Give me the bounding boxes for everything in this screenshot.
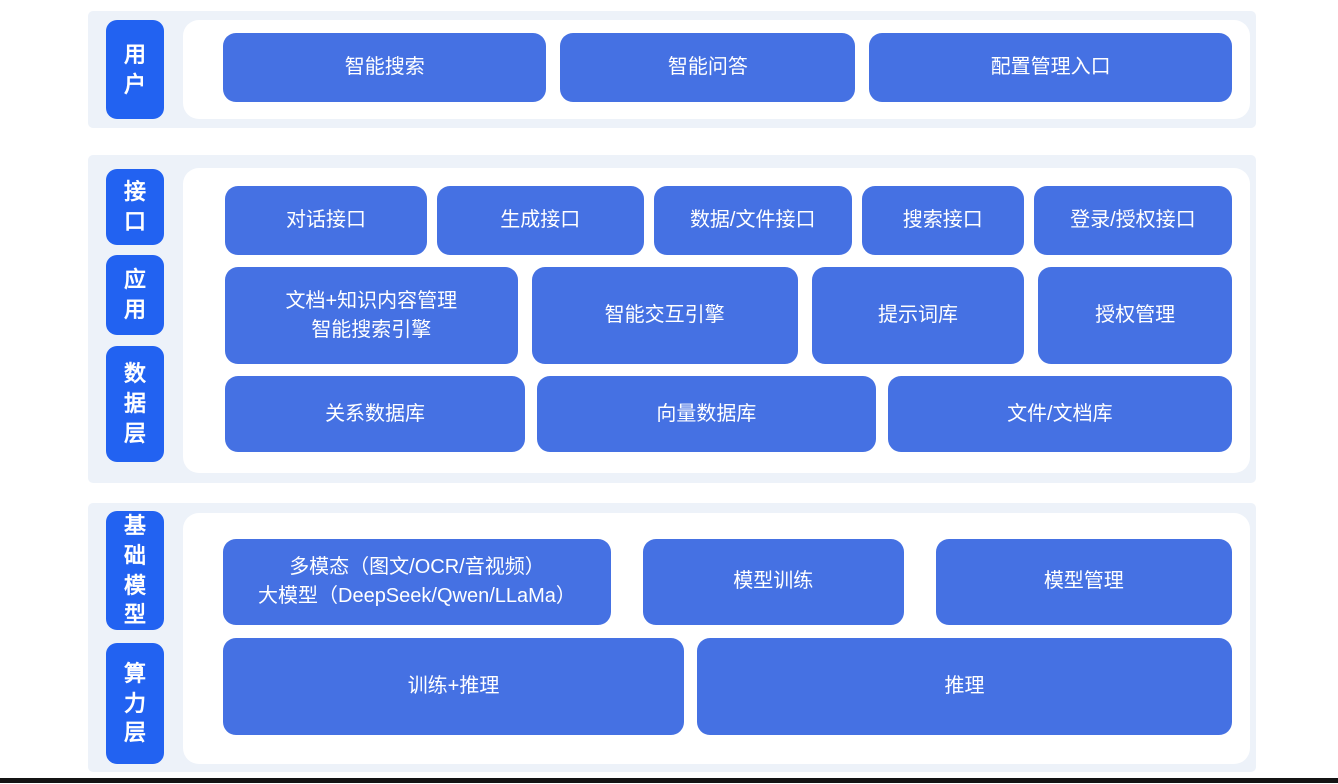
foundation-layers-section: 基础模型 算力层 多模态（图文/OCR/音视频） 大模型（DeepSeek/Qw… [88,503,1256,772]
block-interactive-engine: 智能交互引擎 [531,267,798,364]
block-doc-knowledge-search-engine: 文档+知识内容管理 智能搜索引擎 [225,267,518,364]
block-text: 大模型（DeepSeek/Qwen/LLaMa） [258,584,576,607]
compute-row: 训练+推理 推理 [223,637,1232,735]
block-search-api: 搜索接口 [861,186,1024,255]
interface-row: 对话接口 生成接口 数据/文件接口 搜索接口 登录/授权接口 [225,186,1233,255]
block-relational-db: 关系数据库 [225,376,526,452]
label-interface: 接口 [106,169,164,245]
user-layer-section: 用户 智能搜索 智能问答 配置管理入口 [88,11,1256,128]
label-data-layer: 数据层 [106,346,164,462]
label-compute-layer: 算力层 [106,643,164,764]
block-file-doc-store: 文件/文档库 [887,376,1232,452]
platform-panel: 对话接口 生成接口 数据/文件接口 搜索接口 登录/授权接口 文档+知识内容管理… [183,168,1250,473]
application-row: 文档+知识内容管理 智能搜索引擎 智能交互引擎 提示词库 授权管理 [225,267,1233,364]
block-login-auth-api: 登录/授权接口 [1033,186,1233,255]
block-training-inference: 训练+推理 [223,637,685,735]
block-data-file-api: 数据/文件接口 [653,186,852,255]
block-model-management: 模型管理 [935,539,1232,625]
label-foundation-model: 基础模型 [106,511,164,630]
block-prompt-library: 提示词库 [811,267,1025,364]
user-layer-panel: 智能搜索 智能问答 配置管理入口 [183,20,1250,119]
data-store-row: 关系数据库 向量数据库 文件/文档库 [225,376,1232,452]
window-bottom-edge [0,778,1338,783]
block-inference: 推理 [697,637,1232,735]
block-vector-db: 向量数据库 [537,376,876,452]
user-apps-row: 智能搜索 智能问答 配置管理入口 [223,33,1232,102]
label-user: 用户 [106,20,164,119]
block-generation-api: 生成接口 [436,186,644,255]
model-row: 多模态（图文/OCR/音视频） 大模型（DeepSeek/Qwen/LLaMa）… [223,539,1232,625]
foundation-panel: 多模态（图文/OCR/音视频） 大模型（DeepSeek/Qwen/LLaMa）… [183,513,1250,764]
block-smart-search: 智能搜索 [223,33,547,102]
block-auth-management: 授权管理 [1038,267,1233,364]
label-application: 应用 [106,255,164,335]
block-multimodal-llm: 多模态（图文/OCR/音视频） 大模型（DeepSeek/Qwen/LLaMa） [223,539,611,625]
platform-label-column: 接口 应用 数据层 [106,165,164,473]
block-model-training: 模型训练 [642,539,904,625]
block-smart-qa: 智能问答 [560,33,856,102]
platform-layers-section: 接口 应用 数据层 对话接口 生成接口 数据/文件接口 搜索接口 登录/授权接口… [88,155,1256,483]
foundation-label-column: 基础模型 算力层 [106,511,164,764]
block-dialog-api: 对话接口 [225,186,427,255]
user-layer-label-column: 用户 [106,20,164,119]
block-text: 多模态（图文/OCR/音视频） [289,555,545,578]
block-config-management-entry: 配置管理入口 [869,33,1232,102]
block-text: 智能搜索引擎 [311,318,432,341]
block-text: 文档+知识内容管理 [285,289,458,312]
